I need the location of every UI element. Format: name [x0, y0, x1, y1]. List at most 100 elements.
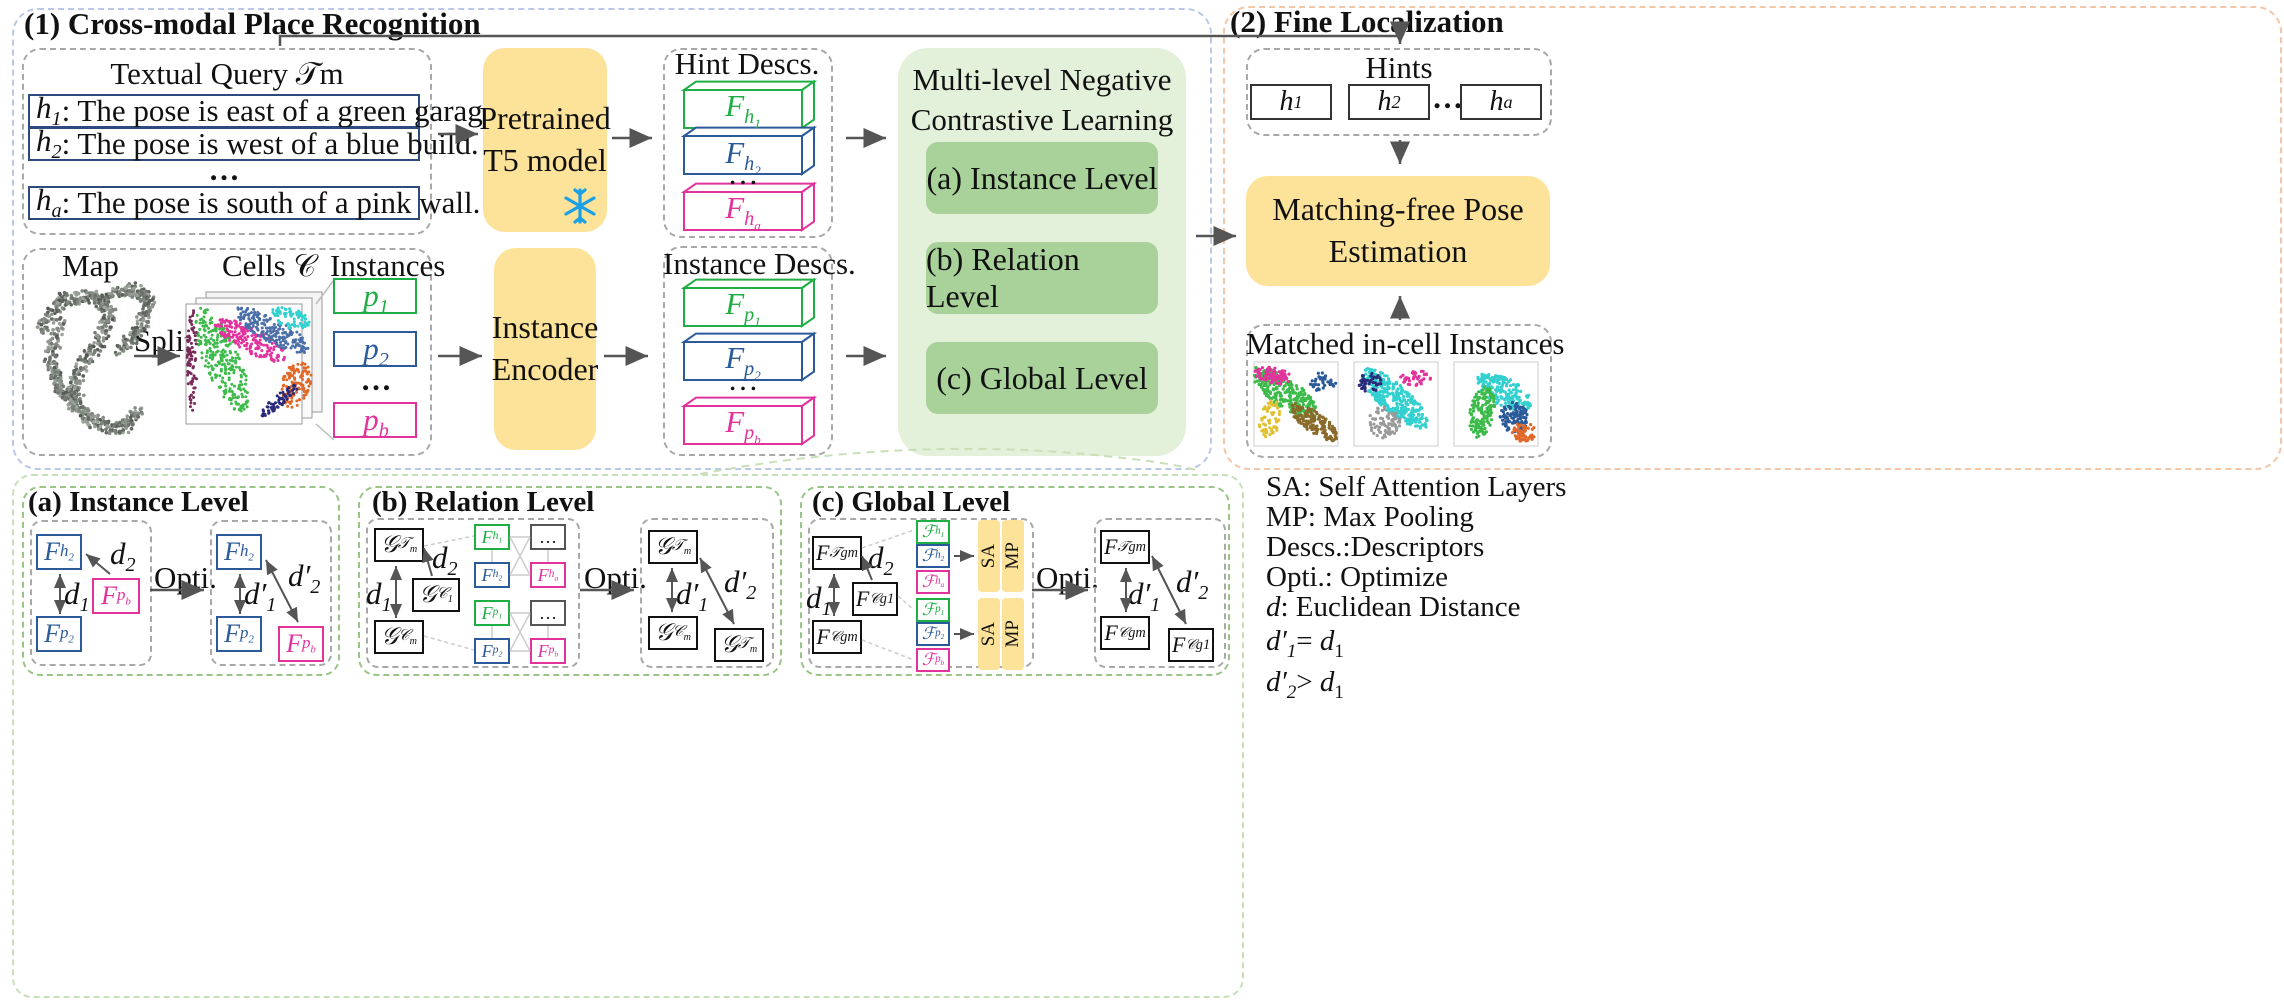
instance-descs-title: Instance Descs. — [663, 246, 856, 281]
hints-box — [1246, 48, 1552, 136]
instance-after-d1: d′1 — [244, 576, 277, 617]
hint-descs-title: Hint Descs. — [674, 46, 820, 81]
bottom-region — [12, 474, 1244, 998]
hint-text: : The pose is east of a green garage. — [61, 93, 505, 128]
textual-query-box — [22, 48, 432, 235]
hint-desc-ellipsis: … — [727, 156, 759, 191]
hint-row-1: h1: The pose is east of a green garage. — [28, 90, 504, 131]
global-after-box — [1094, 518, 1226, 668]
relation-d1: d1 — [366, 576, 392, 617]
map-row-box — [22, 248, 432, 456]
instance-opti: Opti. — [154, 560, 217, 595]
relation-before-box — [366, 518, 580, 668]
hint-label: ha — [36, 182, 62, 223]
instance-after-d2: d′2 — [288, 558, 321, 599]
legend-opti: Opti.: Optimize — [1266, 561, 1449, 593]
relation-dots-1: … — [530, 524, 566, 550]
relation-dots-2: … — [530, 600, 566, 626]
mnc-instance-level: (a) Instance Level — [926, 142, 1158, 214]
hint-desc-fh1-label: Fh1 — [725, 88, 761, 132]
relation-panel — [358, 486, 782, 676]
hint-text: : The pose is south of a pink wall. — [61, 185, 481, 220]
global-mp-top: MP — [1002, 520, 1024, 592]
legend-descs: Descs.:Descriptors — [1266, 531, 1485, 563]
inst-desc-fp1-label: Fp1 — [725, 286, 761, 330]
fine-hints-ellipsis: … — [1432, 80, 1463, 115]
legend-mp: MP: Max Pooling — [1266, 501, 1474, 533]
global-after-d1: d′1 — [1128, 576, 1161, 617]
instance-panel — [22, 486, 340, 676]
instance-after-box — [210, 520, 332, 666]
instance-d1: d1 — [64, 576, 90, 617]
mnc-global-level: (c) Global Level — [926, 342, 1158, 414]
inst-desc-ellipsis: … — [727, 362, 759, 397]
hint-descs-box — [663, 48, 833, 238]
global-mp-bottom: MP — [1002, 598, 1024, 670]
global-opti: Opti. — [1036, 560, 1099, 595]
snowflake-icon — [562, 188, 598, 224]
hint-desc-fha-label: Fha — [725, 190, 761, 234]
relation-d2: d2 — [432, 540, 458, 581]
instances-label: Instances — [330, 248, 446, 283]
legend-eq1: d′1= d1 — [1266, 625, 1344, 662]
fine-localization-title: (2) Fine Localization — [1230, 4, 1504, 39]
legend-eq2: d′2> d1 — [1266, 665, 1344, 703]
inst-desc-fp2-label: Fp2 — [725, 340, 761, 384]
hint-desc-fh2-label: Fh2 — [725, 135, 761, 179]
mnc-relation-level: (b) Relation Level — [926, 241, 1158, 314]
global-d1: d1 — [806, 580, 832, 621]
instance-before-box — [30, 520, 152, 666]
split-label: Split — [134, 323, 193, 358]
instance-pb-label: pb — [363, 402, 389, 443]
hint-text: : The pose is west of a blue build. — [61, 126, 479, 161]
matched-instances-box — [1246, 324, 1552, 458]
global-sa-top: SA — [978, 520, 1000, 592]
instance-p1-label: p1 — [363, 278, 389, 319]
matched-instances-title: Matched in-cell Instances — [1246, 326, 1565, 361]
relation-panel-title: (b) Relation Level — [372, 486, 595, 518]
legend-d: d: Euclidean Distance — [1266, 591, 1521, 623]
global-d2: d2 — [868, 540, 894, 581]
hint-row-a: ha: The pose is south of a pink wall. — [28, 182, 480, 223]
instance-p2-label: p2 — [363, 331, 389, 372]
hint-row-2: h2: The pose is west of a blue build. — [28, 123, 479, 164]
place-recognition-title: (1) Cross-modal Place Recognition — [24, 6, 481, 41]
relation-after-d2: d′2 — [724, 564, 757, 605]
legend: SA: Self Attention Layers MP: Max Poolin… — [1266, 472, 1566, 708]
global-panel-title: (c) Global Level — [812, 486, 1011, 518]
instance-panel-title: (a) Instance Level — [28, 486, 249, 518]
global-panel — [800, 486, 1230, 676]
place-recognition-region — [12, 8, 1212, 470]
hint-ellipsis: … — [208, 152, 240, 187]
